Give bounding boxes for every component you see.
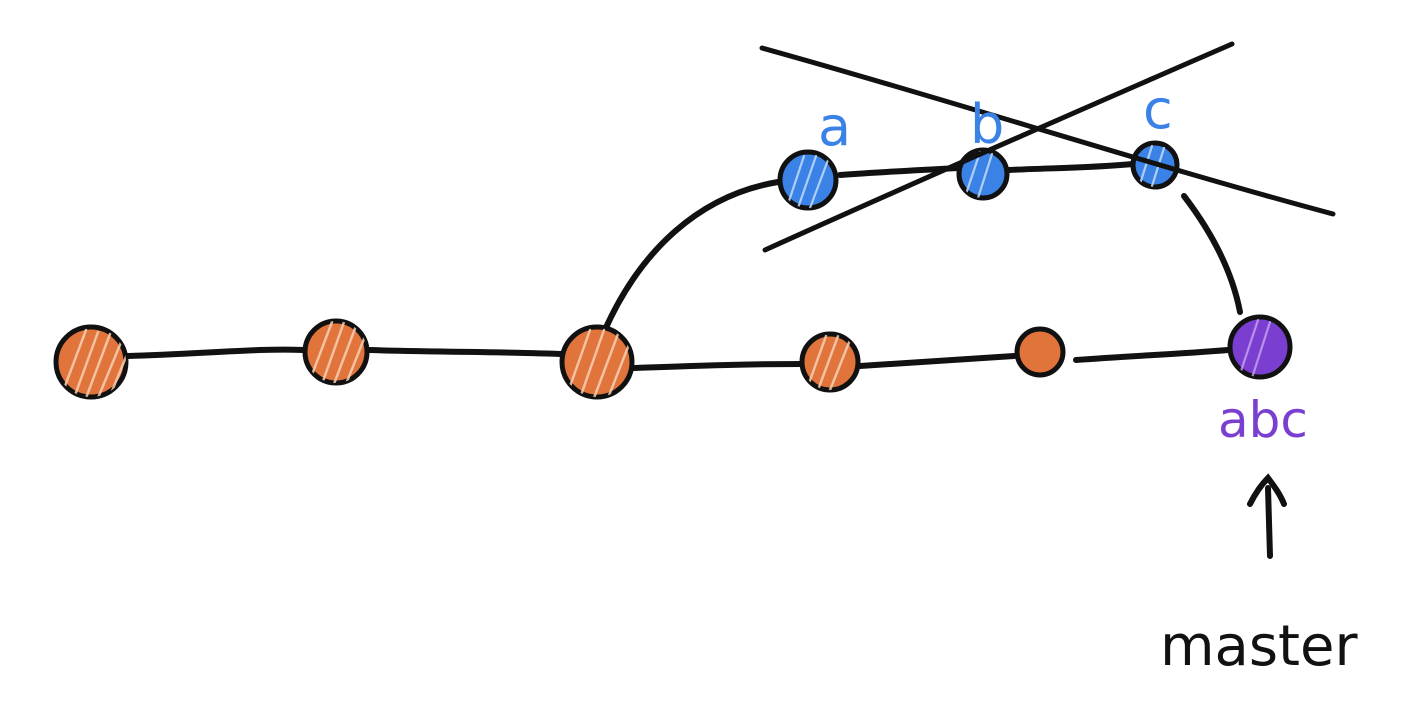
strike-line-2 xyxy=(762,41,1235,253)
branch-pointer-label: master xyxy=(1160,614,1358,679)
commit-node-main-4 xyxy=(799,331,861,393)
edge-main-1 xyxy=(125,346,306,359)
commit-node-abc xyxy=(1227,314,1293,380)
edge-branch-bc xyxy=(1006,161,1136,173)
strike-line-1 xyxy=(759,45,1336,217)
commit-node-main-2 xyxy=(302,318,370,386)
edge-branch-merge xyxy=(1181,193,1243,315)
edge-main-2 xyxy=(366,347,565,357)
commit-label-a: a xyxy=(818,95,851,158)
edge-main-5 xyxy=(1073,347,1231,363)
commit-label-c: c xyxy=(1143,78,1173,141)
commit-node-a xyxy=(777,149,839,211)
commit-node-b xyxy=(956,147,1010,201)
commit-node-main-3 xyxy=(559,324,635,400)
edge-branch-fork xyxy=(601,179,781,335)
commit-node-main-1 xyxy=(53,324,129,400)
merged-commit-label: abc xyxy=(1218,391,1308,449)
edge-main-4 xyxy=(857,353,1017,369)
branch-pointer-arrow xyxy=(1247,473,1287,559)
edge-main-3 xyxy=(631,361,805,371)
commit-label-b: b xyxy=(970,93,1004,156)
commit-node-main-5 xyxy=(1014,326,1066,378)
